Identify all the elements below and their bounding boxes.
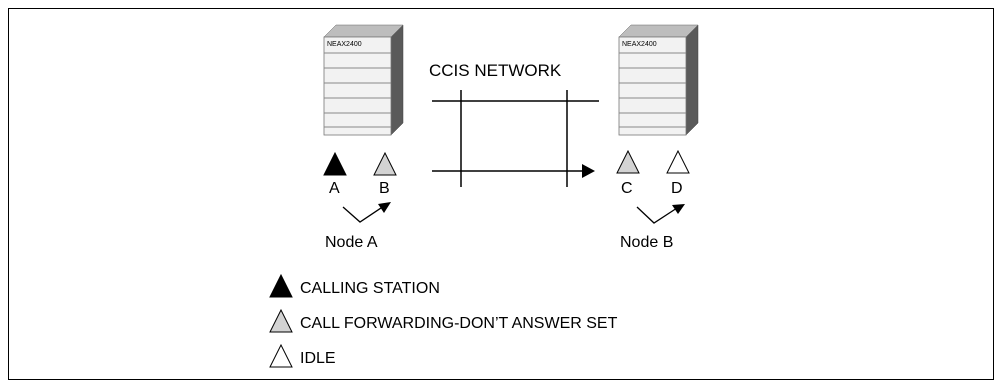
node-a-forward-arrow [342, 202, 391, 223]
legend-item-forwarding: CALL FORWARDING-DON’T ANSWER SET [269, 308, 618, 333]
legend: CALLING STATION CALL FORWARDING-DON’T AN… [269, 273, 618, 368]
node-b-pbx-label: NEAX2400 [622, 41, 657, 48]
station-a-icon [323, 151, 347, 176]
node-b-forward-arrow [636, 204, 685, 224]
forwarding-triangle-icon [269, 308, 293, 333]
network-label: CCIS NETWORK [429, 61, 562, 80]
legend-label-calling: CALLING STATION [300, 280, 440, 297]
station-d-label: D [671, 180, 683, 197]
ccis-network-lines [432, 90, 599, 187]
legend-item-calling: CALLING STATION [269, 273, 440, 298]
station-c-icon [616, 149, 640, 174]
idle-triangle-icon [269, 343, 293, 368]
station-b-icon [373, 151, 397, 176]
station-d-icon [666, 149, 690, 174]
node-b-name: Node B [620, 234, 673, 251]
node-b-pbx: NEAX2400 [618, 24, 699, 136]
legend-label-idle: IDLE [300, 350, 336, 367]
station-c-label: C [621, 180, 633, 197]
diagram-frame [8, 8, 994, 380]
network-arrowhead [582, 164, 595, 178]
station-a-label: A [329, 180, 340, 197]
calling-triangle-icon [269, 273, 293, 298]
node-a-pbx-label: NEAX2400 [327, 41, 362, 48]
station-b-label: B [379, 180, 390, 197]
legend-item-idle: IDLE [269, 343, 336, 368]
legend-label-forwarding: CALL FORWARDING-DON’T ANSWER SET [300, 315, 618, 332]
node-a-pbx: NEAX2400 [323, 24, 404, 136]
node-a-name: Node A [325, 234, 378, 251]
